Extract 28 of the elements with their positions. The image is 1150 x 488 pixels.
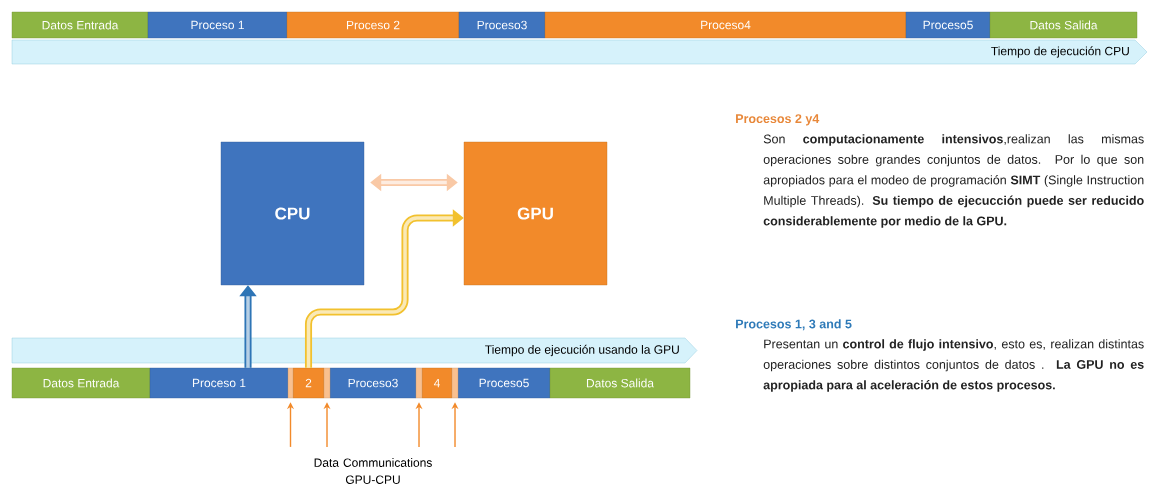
arrow xyxy=(370,173,458,192)
communication-bar xyxy=(323,367,331,399)
process-segment: Proceso4 xyxy=(544,11,907,39)
caption-text: Data Communications GPU-CPU xyxy=(314,458,432,484)
timeline-label: Tiempo de ejecución usando la GPU xyxy=(485,344,679,357)
process-segment: 4 xyxy=(421,367,453,399)
process-segment: Proceso3 xyxy=(458,11,546,39)
process-segment: Proceso3 xyxy=(329,367,417,399)
timeline-label: Tiempo de ejecución CPU xyxy=(991,46,1129,58)
heading: Procesos 1, 3 and 5 xyxy=(736,319,852,331)
arrow xyxy=(304,209,464,368)
data-segment: Datos Salida xyxy=(989,11,1138,39)
cpu-box: CPU xyxy=(220,141,365,286)
data-segment: Datos Entrada xyxy=(11,11,149,39)
process-segment: Proceso5 xyxy=(457,367,551,399)
process-segment: Proceso 1 xyxy=(149,367,289,399)
data-segment: Datos Salida xyxy=(549,367,691,399)
process-segment: Proceso 1 xyxy=(147,11,288,39)
process-segment: Proceso 2 xyxy=(286,11,460,39)
heading: Procesos 2 y4 xyxy=(736,114,820,126)
gpu-box: GPU xyxy=(463,141,608,286)
process-segment: Proceso5 xyxy=(905,11,991,39)
communication-bar xyxy=(287,367,294,399)
communication-bar xyxy=(415,367,423,399)
paragraph: Son computacionamente intensivos,realizan las mismas operaciones sobre grandes conjuntos de datos. Por lo que son apropiados para el modeo de programación SIMT (Single Instruction Multiple Threads). Su tiempo de ejecucción puede ser reducido considerablemente por medio de la GPU. xyxy=(763,134,1144,228)
paragraph: Presentan un control de flujo intensivo, esto es, realizan distintas operaciones sobre distintos conjuntos de datos . La GPU no es apropiada para al aceleración de estos procesos. xyxy=(763,339,1144,392)
communication-bar xyxy=(451,367,459,399)
data-segment: Datos Entrada xyxy=(11,367,151,399)
